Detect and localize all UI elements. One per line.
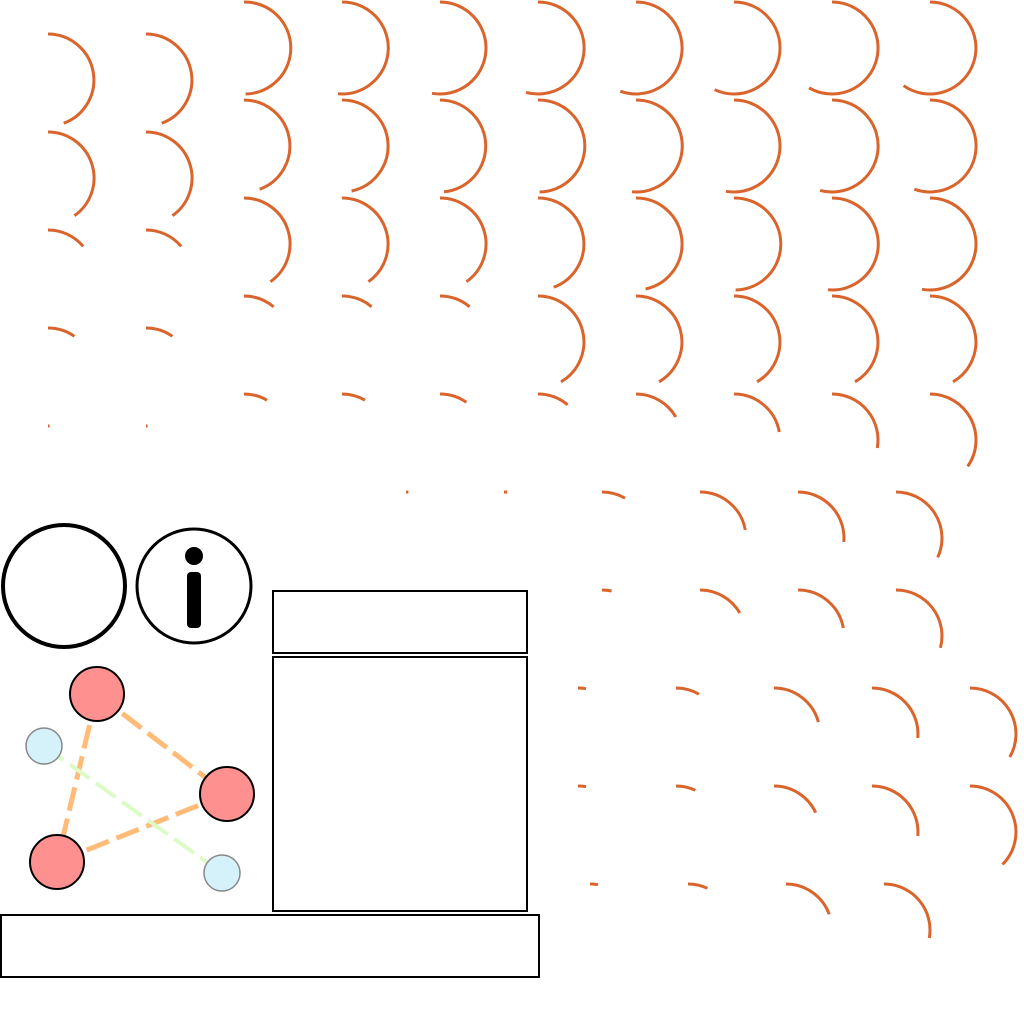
arc-mark (733, 294, 782, 384)
arc-mark (929, 294, 978, 384)
arc-mark (675, 686, 700, 696)
arc-mark (47, 130, 96, 217)
arc-mark (902, 0, 978, 96)
arc-mark (619, 0, 684, 96)
empty-panel-box (272, 656, 528, 912)
arc-mark (341, 294, 373, 308)
arc-mark (883, 882, 932, 939)
graph-edge (54, 693, 100, 863)
graph-node (199, 766, 255, 822)
graph-node (203, 854, 241, 892)
arc-mark (47, 228, 85, 248)
arc-mark (699, 490, 747, 531)
arc-mark (871, 784, 920, 837)
arc-mark (773, 784, 818, 814)
arc-mark (537, 294, 586, 384)
arc-mark (831, 294, 880, 384)
arc-mark (145, 32, 194, 125)
arc-mark (577, 784, 587, 789)
arc-mark (733, 392, 781, 433)
arc-mark (341, 196, 390, 283)
arc-mark (831, 392, 880, 449)
arc-mark (47, 32, 96, 125)
arc-mark (635, 294, 684, 384)
arc-mark (439, 294, 471, 308)
arc-mark (819, 98, 880, 194)
arc-mark (929, 392, 978, 468)
arc-mark (969, 784, 1018, 866)
arc-mark (337, 0, 390, 96)
arc-mark (431, 0, 488, 96)
arc-mark (243, 392, 268, 402)
arc-pattern (47, 0, 1018, 939)
arc-mark (699, 588, 742, 614)
network-graph (25, 666, 255, 892)
info-icon (135, 527, 253, 645)
arc-mark (537, 392, 569, 406)
graph-node (69, 666, 125, 722)
empty-footer-box (0, 914, 540, 978)
arc-mark (808, 0, 880, 96)
empty-header-box (272, 590, 528, 654)
arc-mark (243, 196, 292, 283)
arc-mark (895, 490, 944, 559)
arc-mark (687, 882, 709, 890)
arc-mark (439, 392, 468, 404)
arc-mark (589, 882, 599, 887)
arc-mark (827, 196, 880, 292)
arc-mark (675, 784, 697, 792)
arc-mark (871, 686, 920, 739)
arc-mark (921, 196, 978, 292)
arc-mark (145, 228, 183, 248)
arc-mark (601, 588, 612, 593)
arc-mark (341, 392, 366, 402)
arc-mark (635, 392, 678, 418)
arc-mark (243, 0, 293, 96)
arc-mark (537, 196, 586, 289)
arc-mark (525, 0, 586, 96)
arc-mark (969, 686, 1018, 758)
arc-mark (785, 882, 831, 915)
arc-mark (797, 588, 845, 629)
arc-mark (713, 0, 782, 96)
arc-mark (439, 98, 488, 194)
arc-mark (631, 98, 684, 194)
arc-mark (439, 196, 488, 283)
arc-mark (243, 294, 275, 308)
arc-mark (145, 130, 194, 217)
arc-mark (733, 196, 783, 292)
graph-node (25, 727, 63, 765)
graph-edge (42, 744, 224, 875)
empty-circle-icon (1, 523, 127, 649)
arc-mark (913, 98, 978, 194)
arc-mark (577, 686, 587, 691)
arc-mark (601, 490, 626, 500)
arc-mark (895, 588, 944, 649)
arc-mark (341, 98, 390, 193)
arc-mark (145, 326, 174, 338)
arc-mark (725, 98, 782, 194)
arc-mark (635, 196, 684, 291)
arc-mark (797, 490, 846, 543)
arc-mark (47, 326, 76, 338)
arc-mark (243, 98, 292, 191)
arc-mark (537, 98, 587, 194)
arc-mark (773, 686, 820, 723)
graph-node (29, 834, 85, 890)
